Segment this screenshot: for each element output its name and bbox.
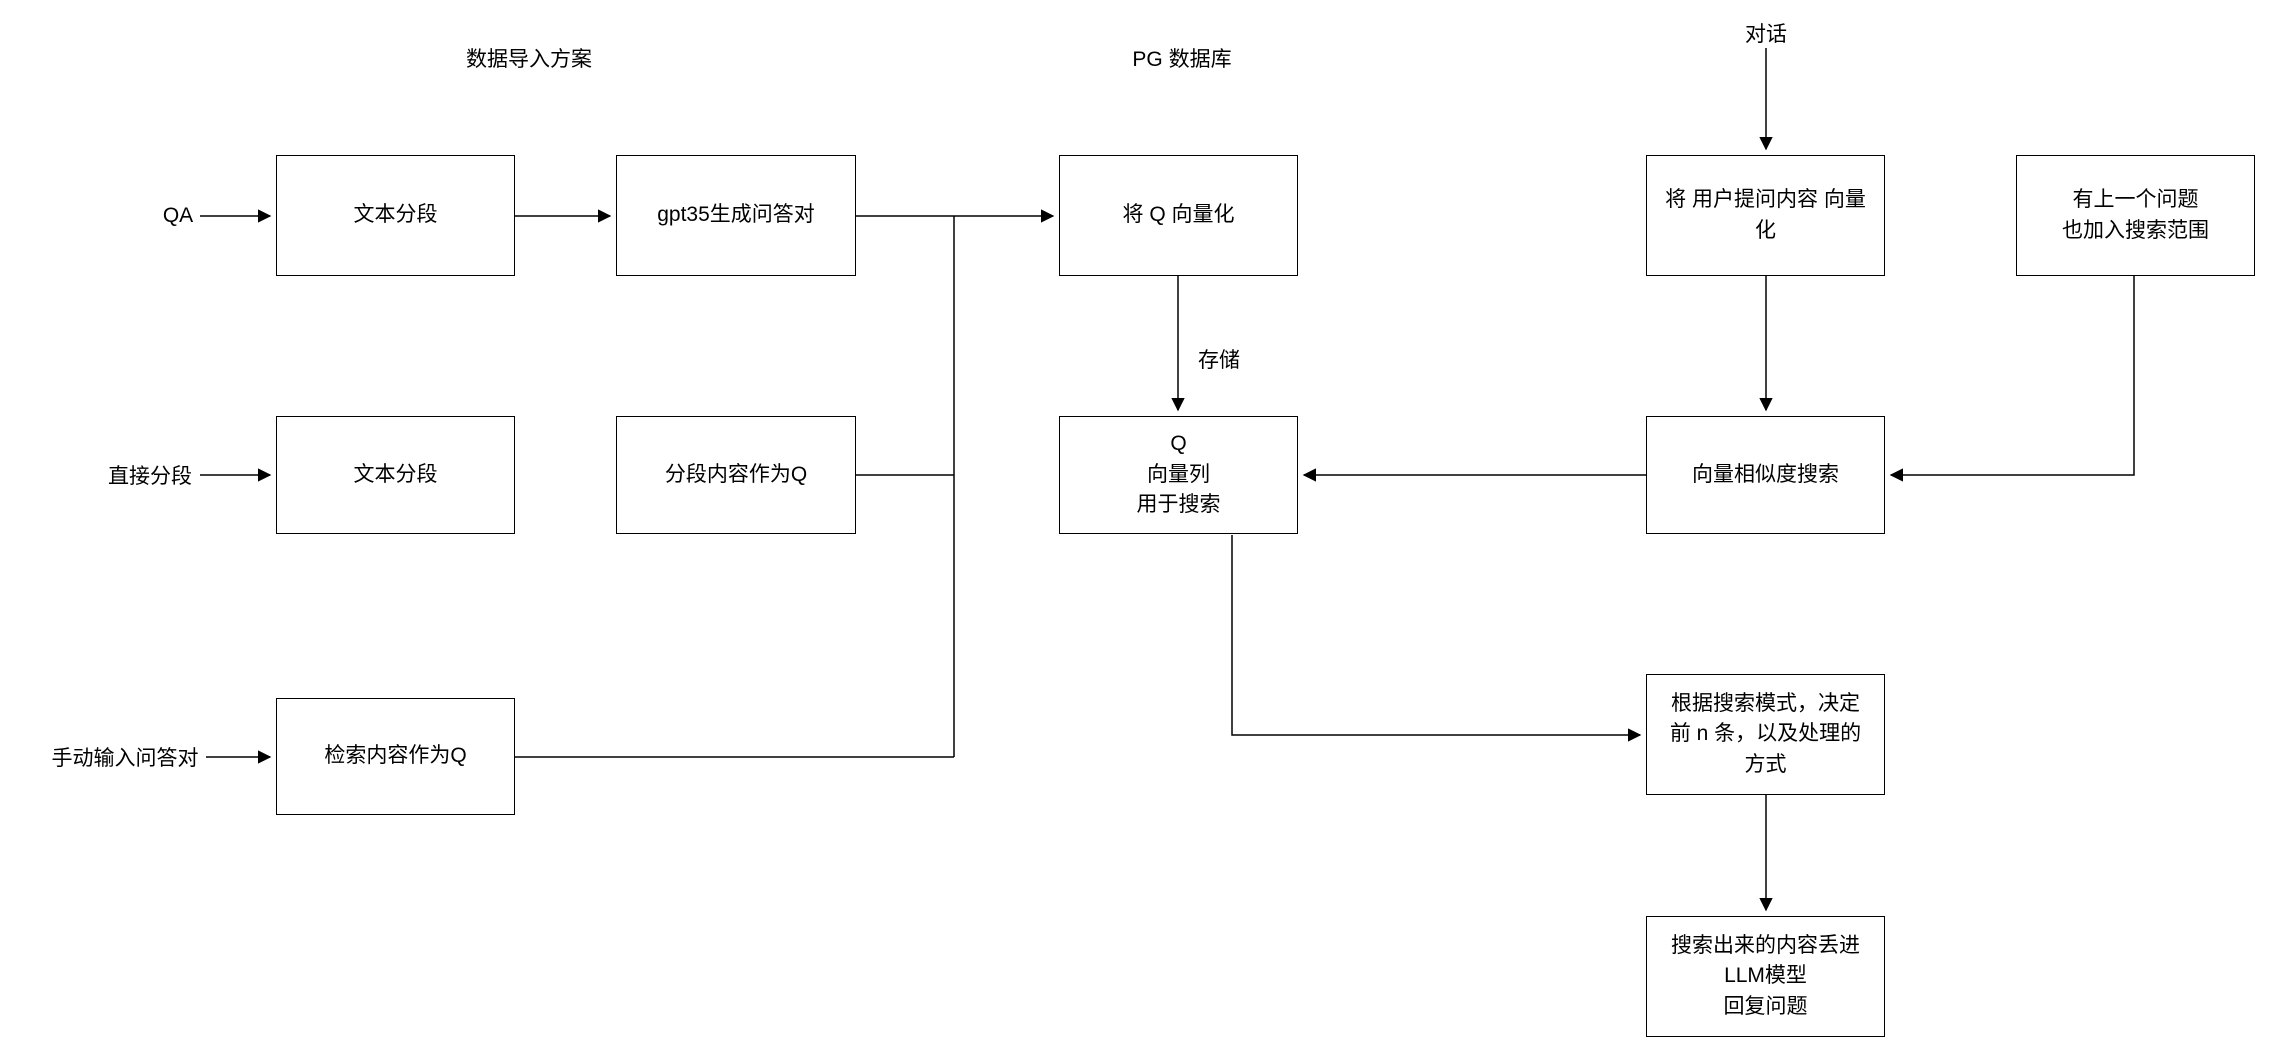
node-vectorize-user-question-label: 将 用户提问内容 向量 化 bbox=[1665, 188, 1866, 242]
node-segment-as-q: 分段内容作为Q bbox=[616, 416, 856, 534]
node-previous-question: 有上一个问题 也加入搜索范围 bbox=[2016, 155, 2255, 276]
title-dialog: 对话 bbox=[1745, 23, 1787, 46]
node-gpt35-generate-label: gpt35生成问答对 bbox=[657, 203, 815, 227]
node-search-mode: 根据搜索模式，决定 前 n 条，以及处理的 方式 bbox=[1646, 674, 1885, 795]
node-retrieval-as-q: 检索内容作为Q bbox=[276, 698, 515, 815]
node-q-vector-column: Q 向量列 用于搜索 bbox=[1059, 416, 1298, 534]
node-text-segment-2-label: 文本分段 bbox=[353, 462, 438, 486]
node-vectorize-q-label: 将 Q 向量化 bbox=[1122, 203, 1235, 227]
input-label-qa: QA bbox=[162, 204, 194, 227]
node-vectorize-q: 将 Q 向量化 bbox=[1059, 155, 1298, 276]
node-retrieval-as-q-label: 检索内容作为Q bbox=[324, 744, 467, 768]
node-gpt35-generate: gpt35生成问答对 bbox=[616, 155, 856, 276]
title-pg-database: PG 数据库 bbox=[1132, 48, 1232, 71]
node-llm-reply-label: 搜索出来的内容丢进 LLM模型 回复问题 bbox=[1671, 933, 1860, 1018]
node-text-segment-1-label: 文本分段 bbox=[353, 203, 438, 227]
node-previous-question-label: 有上一个问题 也加入搜索范围 bbox=[2062, 188, 2209, 242]
title-import-scheme: 数据导入方案 bbox=[466, 48, 592, 71]
node-search-mode-label: 根据搜索模式，决定 前 n 条，以及处理的 方式 bbox=[1669, 691, 1862, 776]
input-label-manual-qa: 手动输入问答对 bbox=[51, 747, 199, 770]
node-text-segment-2: 文本分段 bbox=[276, 416, 515, 534]
node-vector-similarity-search-label: 向量相似度搜索 bbox=[1692, 462, 1839, 486]
node-q-vector-column-label: Q 向量列 用于搜索 bbox=[1136, 432, 1221, 517]
node-text-segment-1: 文本分段 bbox=[276, 155, 515, 276]
edge-q-vector-column-to-search-mode bbox=[1231, 535, 1642, 742]
edge-previous-question-to-similarity-search bbox=[1889, 276, 2135, 482]
node-segment-as-q-label: 分段内容作为Q bbox=[664, 462, 808, 486]
node-vectorize-user-question: 将 用户提问内容 向量 化 bbox=[1646, 155, 1885, 276]
node-vector-similarity-search: 向量相似度搜索 bbox=[1646, 416, 1885, 534]
node-llm-reply: 搜索出来的内容丢进 LLM模型 回复问题 bbox=[1646, 916, 1885, 1037]
edge-label-store: 存储 bbox=[1198, 349, 1240, 372]
input-label-direct-segment: 直接分段 bbox=[108, 465, 192, 488]
